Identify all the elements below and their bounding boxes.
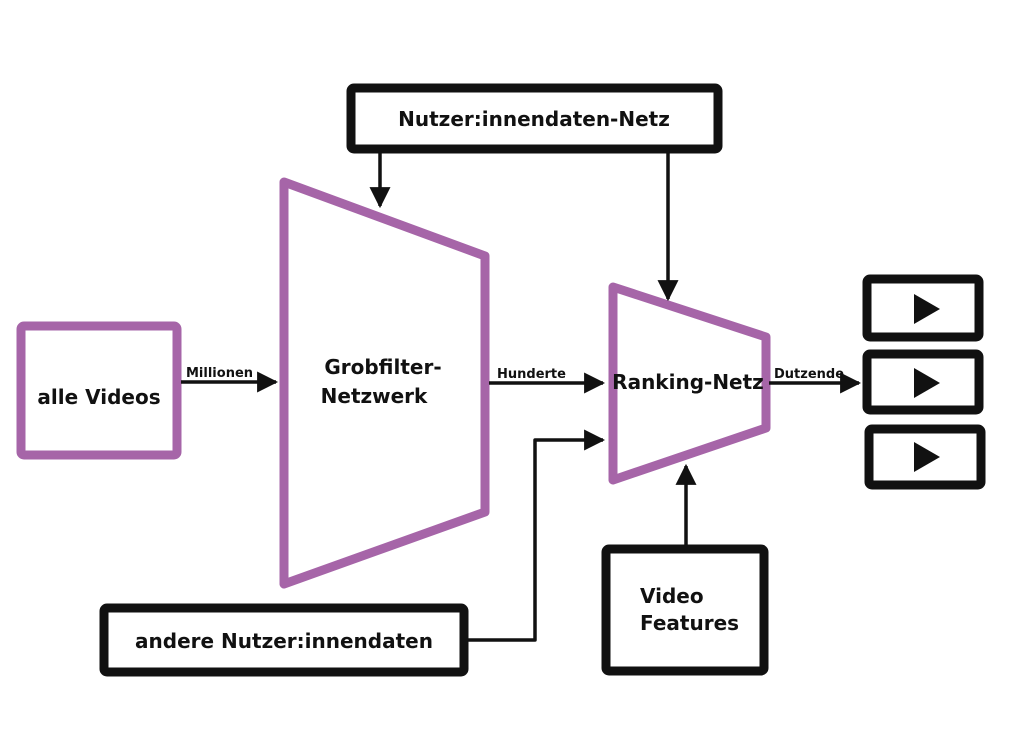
other-user-data-label: andere Nutzer:innendaten xyxy=(135,629,433,653)
ranking-network-node: Ranking-Netz xyxy=(608,282,771,485)
edge-label-hundreds: Hunderte xyxy=(497,367,566,382)
play-icon xyxy=(914,442,940,472)
video-features-label-line1: Video xyxy=(640,584,704,608)
output-video-3 xyxy=(864,424,986,490)
candidate-network-label-line2: Netzwerk xyxy=(321,384,428,408)
edges: Millionen Hunderte Dutzende xyxy=(181,151,862,642)
edge-label-dozens: Dutzende xyxy=(774,367,844,382)
candidate-network-label-line1: Grobfilter- xyxy=(324,355,441,379)
output-videos xyxy=(862,274,986,490)
user-data-net-label: Nutzer:innendaten-Netz xyxy=(398,107,670,131)
candidate-network-node: Grobfilter- Netzwerk xyxy=(279,177,490,589)
other-user-data-node: andere Nutzer:innendaten xyxy=(99,603,469,677)
video-features-node: Video Features xyxy=(601,544,769,676)
all-videos-node: alle Videos xyxy=(16,321,182,460)
ranking-network-label: Ranking-Netz xyxy=(612,370,764,394)
user-data-net-node: Nutzer:innendaten-Netz xyxy=(346,83,723,154)
play-icon xyxy=(914,368,940,398)
arrow-otherdata-to-ranking xyxy=(467,429,606,642)
play-icon xyxy=(914,294,940,324)
all-videos-label: alle Videos xyxy=(37,385,160,409)
edge-label-millions: Millionen xyxy=(186,366,253,381)
output-video-2 xyxy=(862,349,984,415)
output-video-1 xyxy=(862,274,984,342)
video-features-label-line2: Features xyxy=(640,611,739,635)
